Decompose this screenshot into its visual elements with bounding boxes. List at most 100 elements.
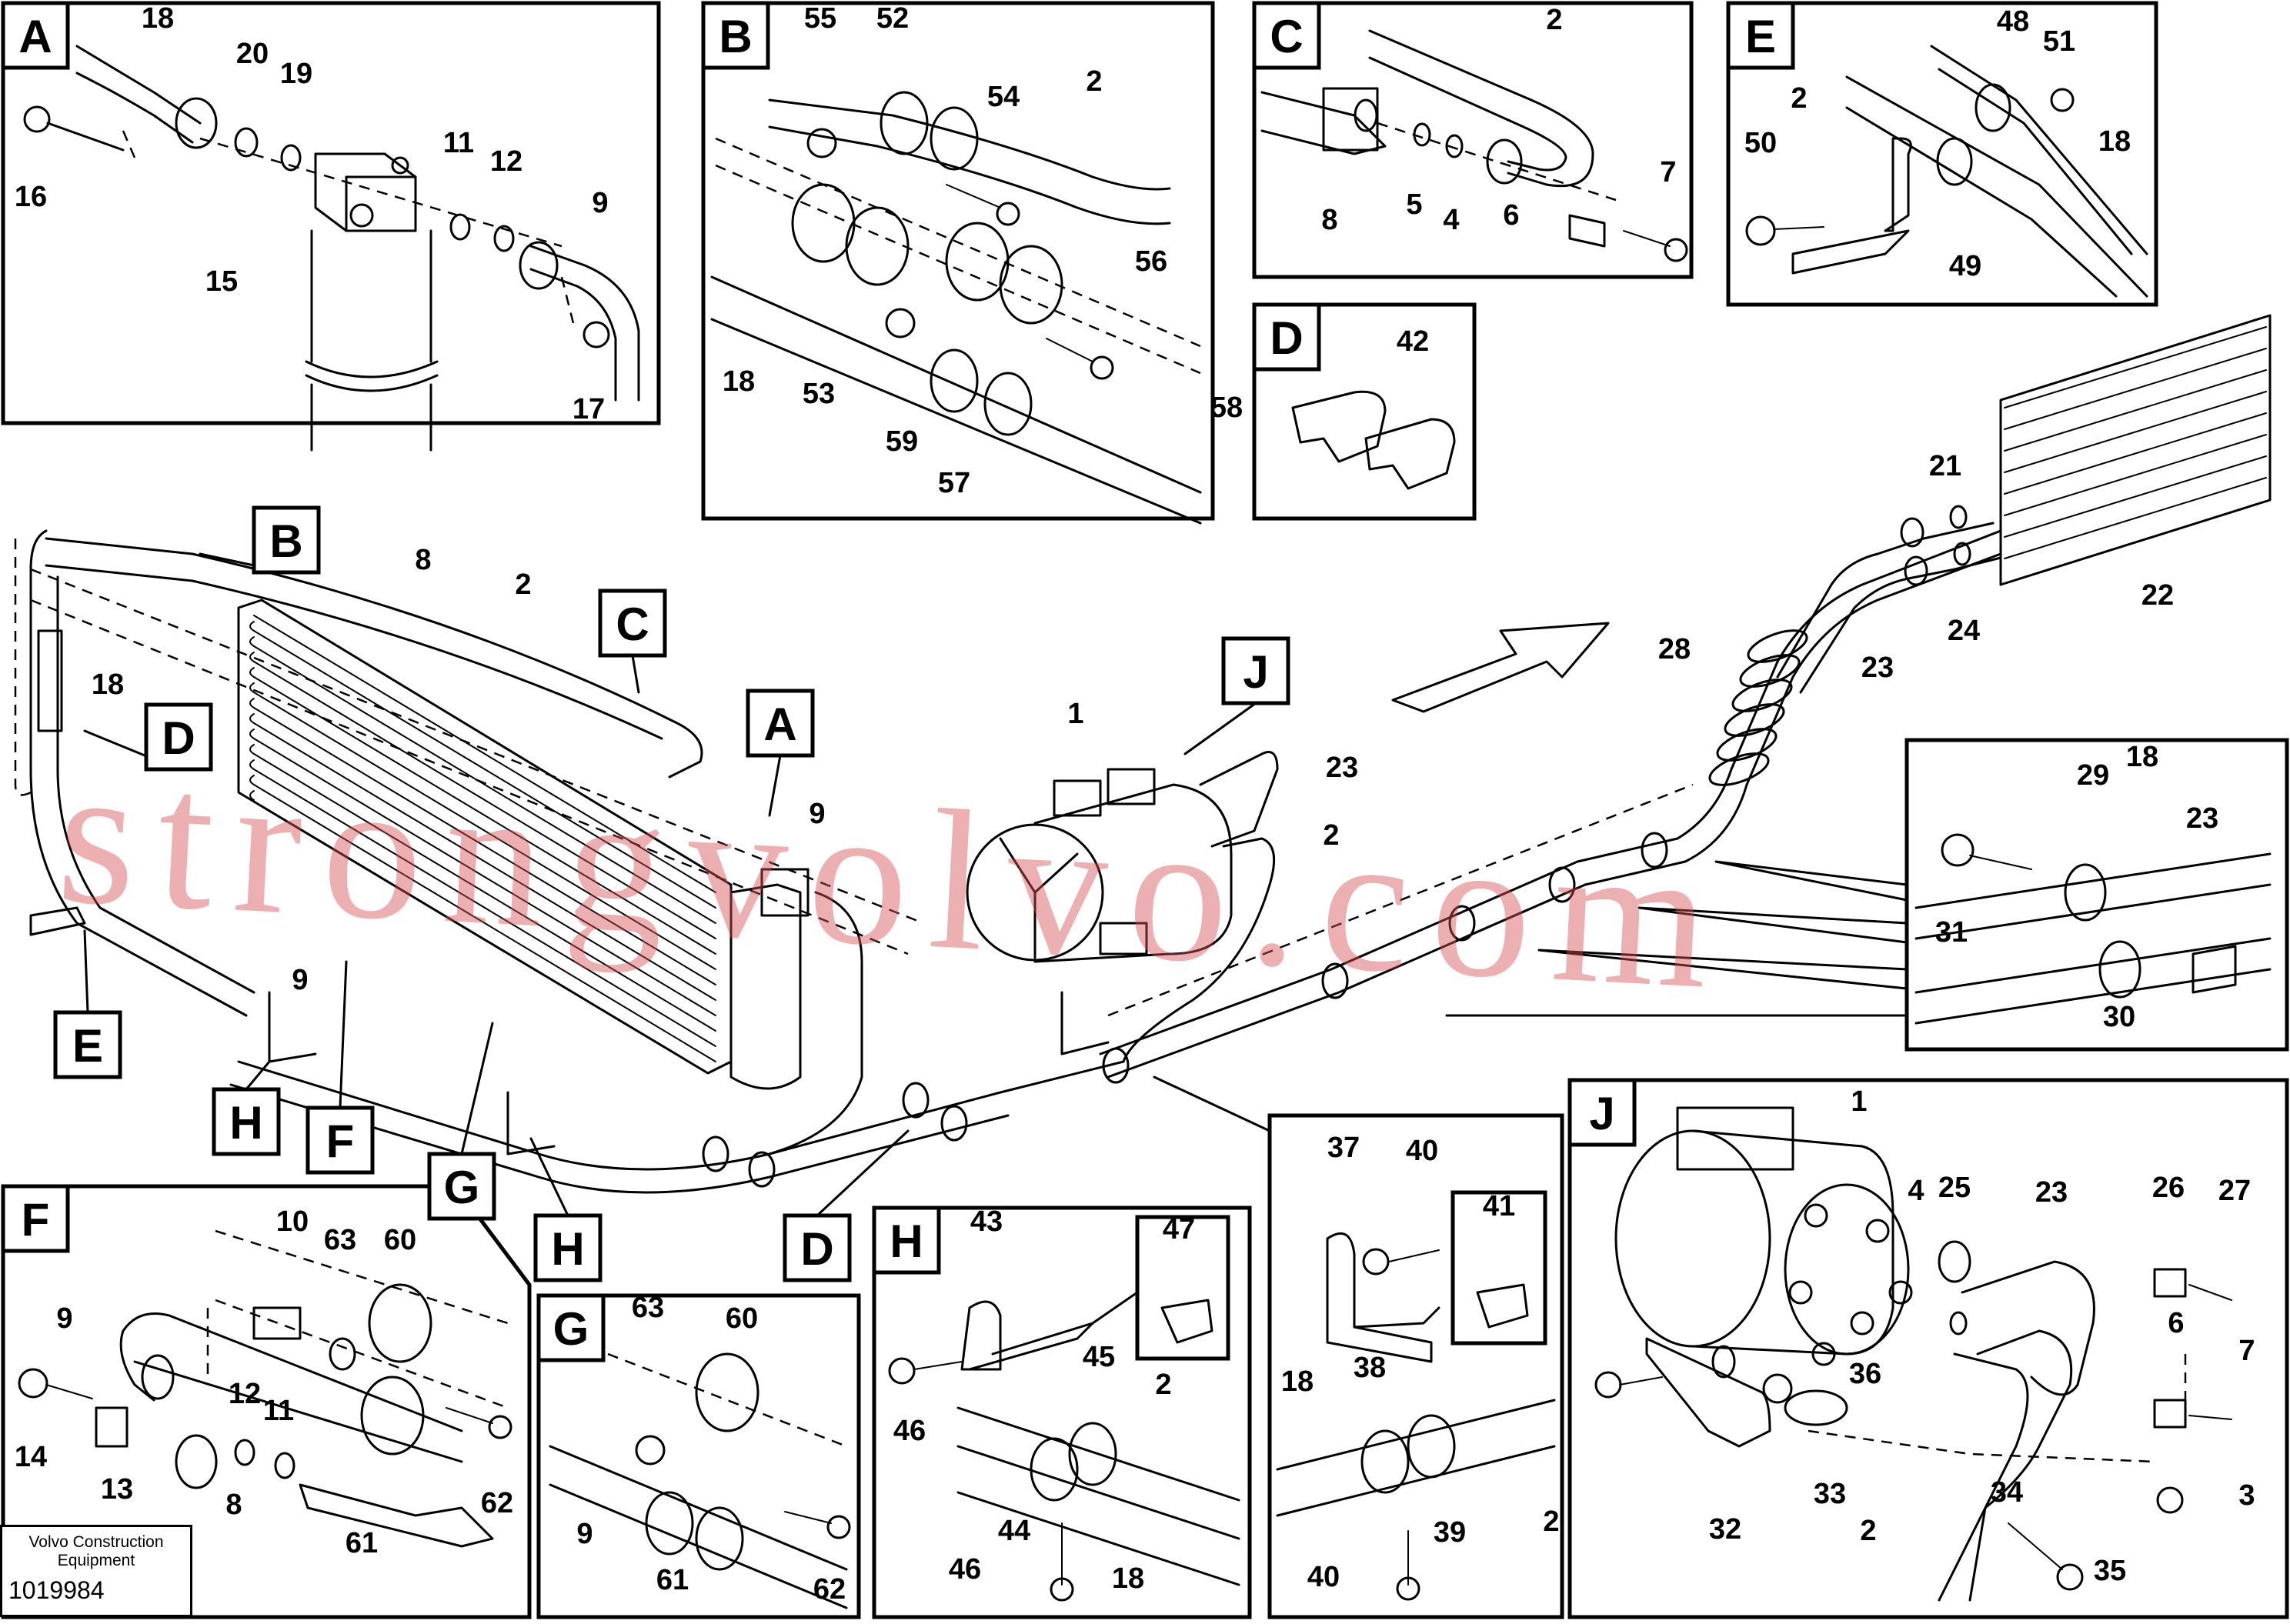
callout-c-4: 6 — [1503, 199, 1519, 232]
callout-a-6: 9 — [592, 187, 608, 219]
main-tag-2: A — [763, 699, 796, 750]
callout-e-0: 48 — [1997, 5, 2029, 38]
callout-j_bracket-3: 18 — [1281, 1366, 1314, 1398]
detail-b-panel: B — [701, 1, 1215, 525]
main-tag-4: E — [72, 1020, 103, 1072]
detail-c-tag: C — [1270, 11, 1303, 62]
callout-g-2: 9 — [576, 1518, 593, 1550]
callout-f-6: 14 — [15, 1441, 47, 1473]
callout-j-5: 27 — [2218, 1175, 2251, 1207]
callout-j-10: 33 — [1814, 1478, 1846, 1510]
detail-f-tag: F — [22, 1194, 50, 1246]
title-block: Volvo Construction Equipment 1019984 — [0, 1525, 192, 1617]
detail-j-panel: J — [1567, 1078, 2289, 1619]
callout-f-10: 62 — [481, 1487, 513, 1519]
main-tag-1: C — [616, 599, 649, 650]
callout-j-12: 34 — [1991, 1476, 2023, 1509]
callout-j-13: 3 — [2238, 1479, 2255, 1512]
main-tag-8: H — [551, 1223, 584, 1275]
callout-b-7: 59 — [886, 425, 918, 458]
callout-g-4: 62 — [813, 1573, 846, 1606]
callout-f-3: 9 — [56, 1302, 72, 1335]
callout-g-1: 60 — [726, 1302, 758, 1335]
callout-e-1: 51 — [2043, 25, 2075, 58]
callout-j_bracket-5: 39 — [1434, 1516, 1466, 1549]
callout-j_bracket-7: 40 — [1307, 1561, 1340, 1593]
callout-h-3: 2 — [1155, 1369, 1171, 1401]
callout-j-1: 4 — [1908, 1175, 1924, 1207]
callout-j-8: 36 — [1849, 1358, 1881, 1390]
detail-h-panel: H — [872, 1205, 1252, 1619]
main-tag-3: D — [162, 712, 195, 764]
callout-j_bracket-0: 37 — [1327, 1132, 1360, 1164]
clip-detail-panel — [1445, 738, 2289, 1052]
main-tag-7: G — [444, 1162, 480, 1213]
callout-main-9: 22 — [2141, 579, 2174, 612]
callout-j-11: 2 — [1860, 1515, 1876, 1547]
detail-c-panel: C — [1252, 1, 1694, 279]
callout-e-4: 50 — [1744, 127, 1777, 159]
main-tag-9: D — [800, 1223, 833, 1275]
callout-main-10: 28 — [1658, 633, 1691, 665]
detail-e-panel: E — [1726, 1, 2158, 307]
callout-j-7: 7 — [2238, 1335, 2255, 1367]
callout-e-3: 18 — [2098, 125, 2131, 158]
detail-d-panel: D — [1252, 302, 1477, 521]
hose-protective-spiral — [1708, 629, 1808, 786]
detail-g-tag: G — [553, 1303, 589, 1355]
callout-main-3: 9 — [292, 964, 308, 996]
callout-j-14: 35 — [2094, 1555, 2126, 1587]
callout-j_bracket-4: 38 — [1354, 1352, 1386, 1384]
callout-b-4: 56 — [1135, 245, 1167, 278]
callout-j_bracket-2: 41 — [1483, 1190, 1515, 1222]
condenser-fins — [249, 615, 716, 1062]
callout-d-0: 42 — [1397, 325, 1429, 358]
callout-main-11: 23 — [1861, 652, 1894, 684]
callout-f-1: 63 — [324, 1224, 356, 1256]
callout-j-4: 26 — [2152, 1172, 2185, 1204]
callout-b-8: 57 — [938, 467, 970, 499]
pipe-clamps — [702, 832, 1668, 1188]
callout-h-4: 46 — [893, 1415, 926, 1447]
callout-main-2: 9 — [809, 798, 825, 830]
callout-clip_detail-0: 29 — [2077, 759, 2109, 792]
callout-a-5: 12 — [490, 145, 522, 178]
detail-d-tag: D — [1270, 312, 1303, 364]
callout-c-2: 5 — [1406, 188, 1422, 221]
callout-f-0: 10 — [276, 1205, 309, 1238]
callout-b-9: 58 — [1210, 392, 1243, 424]
callout-main-1: 2 — [515, 569, 531, 601]
callout-h-5: 44 — [998, 1515, 1030, 1547]
callout-b-1: 52 — [876, 2, 909, 35]
drawing-number: 1019984 — [8, 1576, 105, 1604]
main-tag-10: J — [1243, 646, 1268, 698]
callout-clip_detail-2: 23 — [2186, 802, 2218, 835]
main-tag-5: H — [229, 1097, 262, 1149]
callout-f-9: 61 — [346, 1527, 378, 1559]
detail-a-panel: A — [1, 1, 661, 452]
callout-g-3: 61 — [656, 1564, 689, 1596]
callout-c-1: 8 — [1321, 204, 1337, 236]
callout-g-0: 63 — [632, 1292, 664, 1324]
main-assembly — [14, 314, 2272, 1194]
callout-a-4: 11 — [443, 127, 474, 159]
callout-e-5: 49 — [1949, 250, 1981, 282]
callout-b-2: 54 — [987, 81, 1020, 113]
detail-bracket-panel — [1153, 1075, 1564, 1619]
callout-c-0: 2 — [1546, 4, 1562, 36]
callout-j-9: 32 — [1709, 1513, 1741, 1546]
callout-a-7: 15 — [205, 265, 238, 298]
detail-e-tag: E — [1745, 11, 1776, 62]
callout-j_bracket-6: 2 — [1543, 1506, 1559, 1538]
callout-f-4: 12 — [229, 1378, 261, 1410]
callout-e-2: 2 — [1791, 82, 1807, 115]
callout-a-1: 20 — [236, 38, 269, 70]
callout-b-6: 53 — [803, 378, 835, 410]
callout-h-6: 46 — [949, 1553, 981, 1586]
detail-g-panel: G — [536, 1293, 861, 1619]
callout-main-8: 21 — [1929, 450, 1961, 482]
callout-j-6: 6 — [2168, 1307, 2184, 1339]
